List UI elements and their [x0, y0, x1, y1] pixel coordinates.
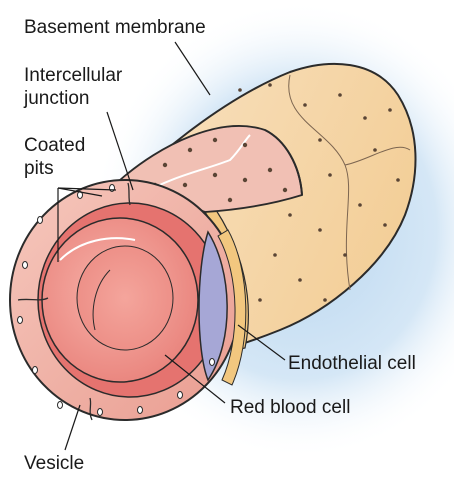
cross-section-membrane-band	[217, 229, 247, 386]
leader-endothelial-cell	[237, 324, 286, 361]
intercellular-junction-line	[139, 134, 251, 196]
ring-junction-left	[17, 297, 49, 301]
ring-junction-bottom	[89, 397, 93, 421]
cell-boundary-2	[344, 146, 411, 166]
red-blood-cell-inner-highlight	[92, 269, 111, 331]
label-intercellular-junction: Intercellular junction	[24, 65, 123, 109]
label-vesicle: Vesicle	[24, 453, 85, 474]
peeled-endothelium-cut-edge	[264, 129, 303, 196]
label-endothelial-cell: Endothelial cell	[288, 353, 416, 374]
ring-junction-top	[127, 182, 131, 206]
leader-vesicle	[64, 404, 81, 451]
label-red-blood-cell: Red blood cell	[230, 397, 351, 418]
leader-coated-pits-2	[57, 187, 103, 197]
leader-coated-pits-3	[57, 187, 117, 191]
red-blood-cell-center	[76, 245, 174, 351]
red-blood-cell-highlight	[59, 237, 136, 261]
surface-dots	[152, 83, 400, 302]
leader-intercellular-junction	[106, 111, 134, 191]
leader-basement-membrane	[174, 41, 211, 96]
leader-red-blood-cell	[164, 354, 226, 404]
label-coated-pits: Coated pits	[24, 135, 86, 179]
label-basement-membrane: Basement membrane	[24, 17, 206, 38]
endothelial-nucleus	[198, 230, 228, 382]
